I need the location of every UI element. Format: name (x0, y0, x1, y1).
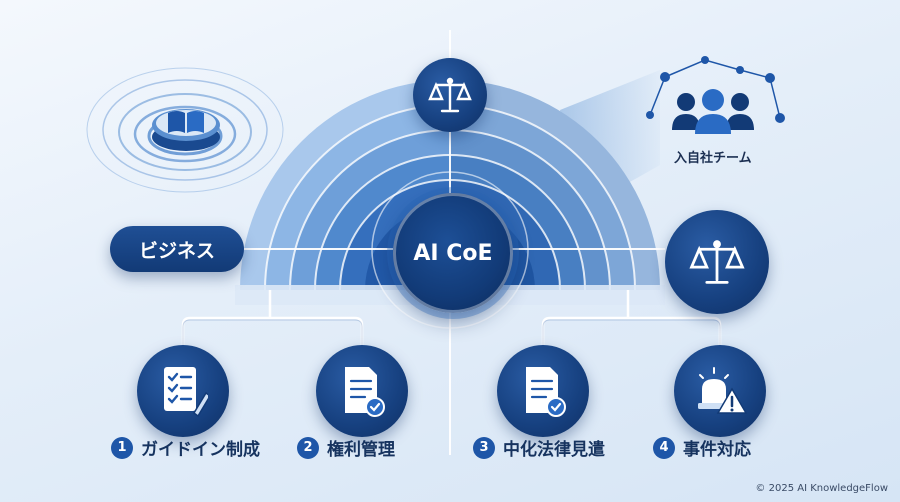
item-4-label-row: 4 事件対応 (653, 435, 751, 460)
document-review-icon (497, 345, 589, 437)
checklist-icon (137, 345, 229, 437)
right-scales-icon (665, 210, 769, 314)
branch-lines-shadow (182, 319, 721, 347)
scales-icon (413, 58, 487, 132)
item-2-label-row: 2 権利管理 (297, 435, 395, 460)
alarm-warning-icon (674, 345, 766, 437)
copyright-text: © 2025 AI KnowledgeFlow (755, 483, 888, 494)
item-1-number: 1 (111, 436, 133, 459)
item-3-label: 中化法律見遣 (503, 440, 605, 460)
center-node: AI CoE (393, 193, 513, 313)
item-1-label-row: 1 ガイドイン制成 (111, 435, 260, 460)
item-4-number: 4 (653, 436, 675, 459)
book-ripples (86, 67, 284, 193)
connector-lines (244, 30, 665, 455)
branch-lines (181, 290, 722, 345)
item-1-label: ガイドイン制成 (141, 440, 260, 460)
team-people-icon (668, 88, 758, 138)
book-icon (150, 95, 222, 155)
document-check-icon (316, 345, 408, 437)
team-label: 入自社チーム (674, 151, 752, 166)
team-network-nodes (646, 56, 785, 123)
item-3-label-row: 3 中化法律見遣 (473, 435, 605, 460)
item-2-number: 2 (297, 436, 319, 459)
item-4-label: 事件対応 (683, 440, 751, 460)
item-3-number: 3 (473, 436, 495, 459)
item-2-label: 権利管理 (327, 440, 395, 460)
business-pill: ビジネス (110, 226, 244, 272)
